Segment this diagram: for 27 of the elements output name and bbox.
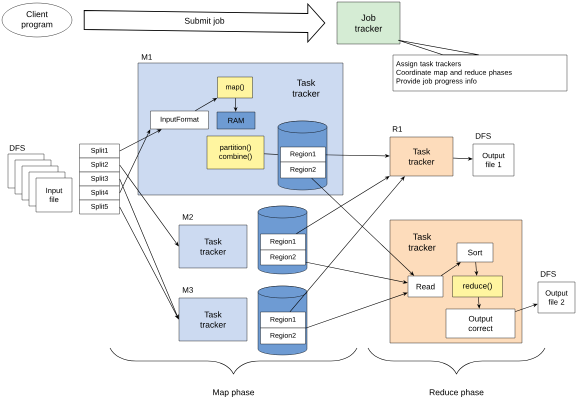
edge-label: Submit job	[183, 16, 226, 26]
process-box: Sort	[456, 242, 494, 262]
node-heading: M1	[142, 54, 152, 60]
node-heading: R1	[392, 126, 402, 132]
arrow	[119, 164, 179, 246]
process-box: Read	[408, 276, 444, 298]
node-heading: M2	[182, 214, 193, 220]
node-heading: M3	[182, 287, 193, 293]
tracker-box: Task tracker	[178, 298, 248, 342]
tracker-box: Job tracker	[336, 2, 400, 44]
arrow	[119, 178, 179, 320]
tracker-box: Task tracker	[178, 224, 248, 268]
process-box: Output correct	[446, 308, 516, 338]
node-heading: Task tracker	[408, 233, 436, 251]
arrow	[119, 206, 179, 320]
node-heading: Task tracker	[292, 79, 320, 97]
node-heading: DFS	[10, 145, 25, 151]
callout-pointer	[398, 40, 480, 56]
arrow	[440, 262, 461, 276]
node-heading: DFS	[476, 133, 491, 139]
phase-label: Reduce phase	[430, 389, 484, 397]
tracker-box: Task tracker	[390, 136, 454, 176]
block-arrow	[84, 2, 326, 44]
connector-line	[264, 153, 278, 155]
node-heading: DFS	[540, 271, 556, 277]
function-box: reduce()	[452, 276, 503, 298]
phase-label: Map phase	[213, 389, 254, 397]
